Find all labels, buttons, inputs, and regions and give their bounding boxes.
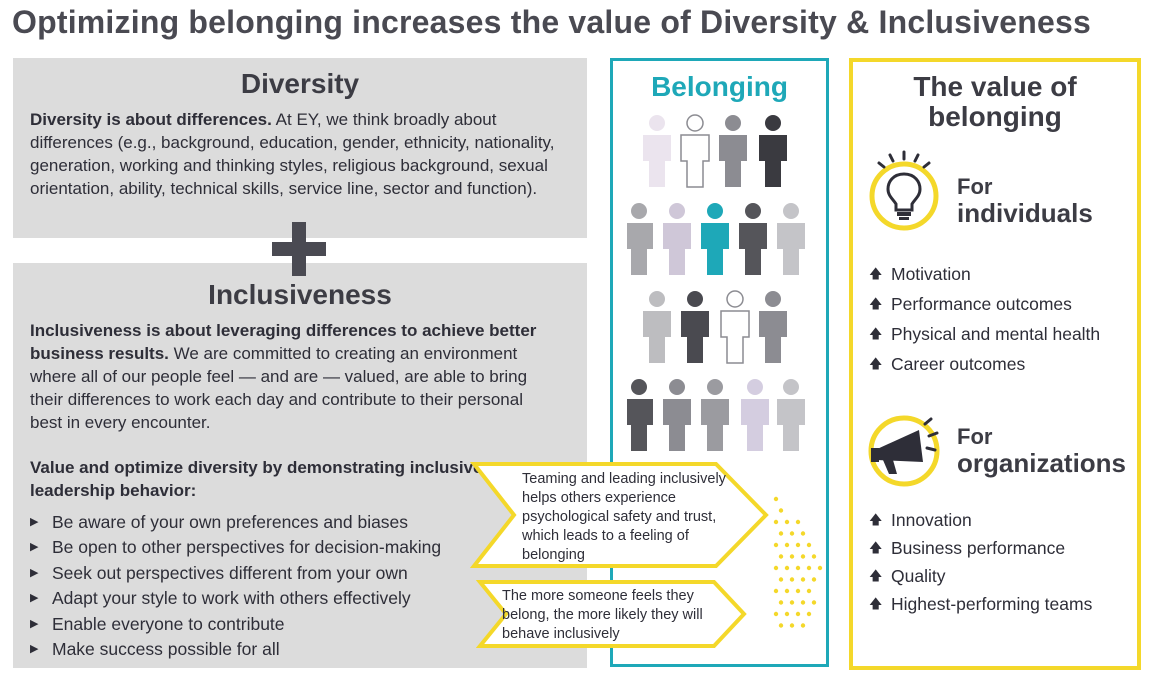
person-icon [663,203,691,275]
person-icon [777,203,805,275]
list-item-label: Seek out perspectives different from you… [52,562,408,583]
inclusiveness-text: Inclusiveness is about leveraging differ… [30,319,557,434]
up-arrow-icon: 🡅 [869,596,883,611]
teaming-callout: Teaming and leading inclusively helps ot… [470,460,770,570]
up-arrow-icon: 🡅 [869,568,883,583]
individuals-heading-line2: individuals [957,198,1093,228]
megaphone-icon [868,415,940,487]
list-item-label: Be aware of your own preferences and bia… [52,512,409,532]
list-item: ▶ Enable everyone to contribute [30,612,587,637]
list-item-label: Make success possible for all [52,639,280,660]
list-item: 🡅 Innovation [869,506,1092,534]
triangle-bullet-icon: ▶ [30,617,39,630]
person-icon [680,114,710,188]
list-item-label: Career outcomes [891,354,1026,374]
organizations-list: 🡅 Innovation 🡅 Business performance 🡅 Quali… [869,506,1092,618]
up-arrow-icon: 🡅 [869,512,883,527]
individuals-heading-line1: For [957,174,993,199]
inclusiveness-body: We are committed to creating an environm… [30,344,528,432]
list-item: 🡅 Highest-performing teams [869,590,1092,618]
organizations-heading-line2: organizations [957,448,1127,478]
value-heading-line2: belonging [928,101,1062,132]
up-arrow-icon: 🡅 [869,326,883,341]
list-item-label: Motivation [891,264,971,284]
person-icon [759,291,787,363]
inclusiveness-heading: Inclusiveness [208,279,392,310]
teaming-callout-text: Teaming and leading inclusively helps ot… [522,471,726,563]
diversity-panel: Diversity Diversity is about differences… [13,58,587,238]
list-item: 🡅 Quality [869,562,1092,590]
individuals-heading: For individuals [957,174,1093,226]
triangle-bullet-icon: ▶ [30,541,39,554]
list-item: 🡅 Business performance [869,534,1092,562]
person-icon [777,379,805,451]
value-heading: Value and optimize diversity by demonstr… [30,458,483,500]
lightbulb-icon [869,150,939,231]
list-item-label: Enable everyone to contribute [52,613,285,634]
list-item: ▶ Be open to other perspectives for decis… [30,535,587,560]
behavior-list: ▶ Be aware of your own preferences and bi… [30,510,587,662]
person-icon [643,291,671,363]
list-item: 🡅 Motivation [869,259,1100,289]
person-icon [701,379,729,451]
list-item-label: Business performance [891,538,1066,558]
list-item: 🡅 Performance outcomes [869,289,1100,319]
list-item-label: Physical and mental health [891,324,1101,344]
triangle-bullet-icon: ▶ [30,516,39,528]
value-heading-title: The value of belonging [853,72,1137,132]
person-icon [663,379,691,451]
person-icon [759,115,787,187]
triangle-bullet-icon: ▶ [30,643,39,656]
up-arrow-icon: 🡅 [869,356,883,371]
people-illustration [627,114,805,451]
list-item: ▶ Be aware of your own preferences and bi… [30,510,587,535]
up-arrow-icon: 🡅 [869,296,883,311]
diversity-lead: Diversity is about differences. [30,110,272,129]
person-icon [643,115,671,187]
list-item-label: Be open to other perspectives for decisi… [52,537,442,558]
triangle-bullet-icon: ▶ [30,592,39,605]
person-icon [719,115,747,187]
page-title: Optimizing belonging increases the value… [12,4,1091,40]
list-item-label: Quality [891,566,946,586]
person-icon [681,291,709,363]
list-item-label: Innovation [891,510,972,530]
organizations-heading-line1: For [957,424,993,449]
person-icon [720,290,750,364]
plus-icon [272,222,326,276]
dotted-decoration [773,496,823,628]
list-item-label: Adapt your style to work with others eff… [52,588,411,609]
value-heading-line1: The value of [913,71,1077,102]
value-panel: The value of belonging For individuals 🡅… [849,58,1141,670]
list-item-label: Highest-performing teams [891,594,1093,614]
organizations-heading: For organizations [957,424,1126,476]
person-icon [627,203,653,275]
person-icon [627,379,653,451]
triangle-bullet-icon: ▶ [30,566,39,579]
up-arrow-icon: 🡅 [869,266,883,281]
person-icon [701,203,729,275]
belonging-heading: Belonging [651,71,788,102]
list-item: ▶ Adapt your style to work with others ef… [30,586,587,611]
list-item-label: Performance outcomes [891,294,1072,314]
belong-callout-text: The more someone feels they belong, the … [502,588,703,642]
list-item: 🡅 Physical and mental health [869,319,1100,349]
person-icon [741,379,769,451]
belong-callout: The more someone feels they belong, the … [476,578,748,650]
diversity-body: At EY, we think broadly about difference… [30,110,555,198]
inclusiveness-panel: Inclusiveness Inclusiveness is about lev… [13,263,587,668]
inclusiveness-lead: Inclusiveness is about leveraging differ… [30,321,537,363]
person-icon [739,203,767,275]
diversity-heading: Diversity [240,68,360,99]
up-arrow-icon: 🡅 [869,540,883,555]
list-item: 🡅 Career outcomes [869,349,1100,379]
list-item: ▶ Seek out perspectives different from yo… [30,561,587,586]
list-item: ▶ Make success possible for all [30,637,587,662]
diversity-text: Diversity is about differences. At EY, w… [30,108,557,200]
individuals-list: 🡅 Motivation 🡅 Performance outcomes 🡅 Physi… [869,259,1100,379]
